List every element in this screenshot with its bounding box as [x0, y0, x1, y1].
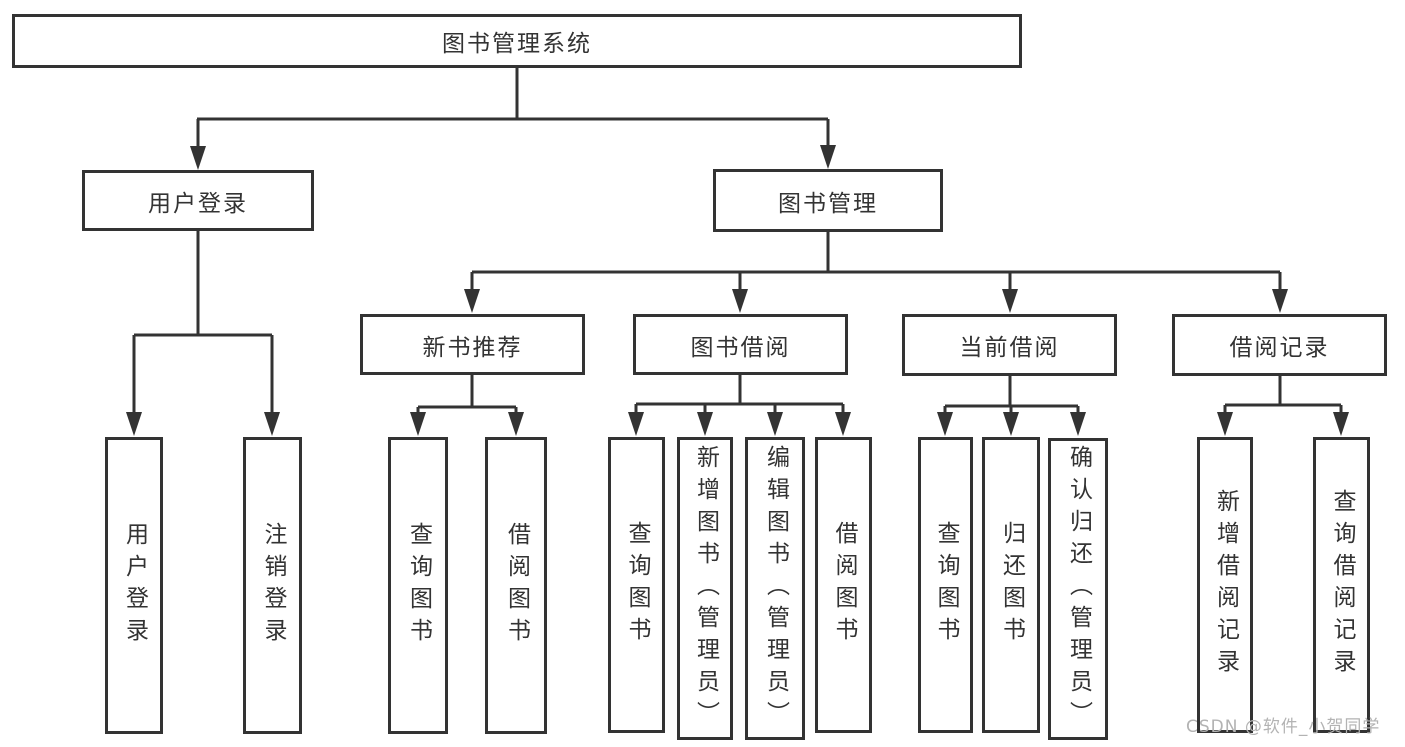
leaf-query-books: 查询图书	[608, 437, 665, 733]
node-label: 新书推荐	[422, 334, 523, 361]
node-current-borrowing: 当前借阅	[902, 314, 1117, 376]
arrowhead-icon	[410, 412, 426, 436]
node-label: 借阅图书	[831, 521, 857, 649]
node-label: 注销登录	[260, 521, 286, 650]
arrowhead-icon	[835, 412, 851, 436]
arrowhead-icon	[1272, 289, 1288, 313]
node-label: 新增借阅记录	[1212, 489, 1239, 681]
leaf-query-borrow-record: 查询借阅记录	[1313, 437, 1370, 733]
node-label: 查询图书	[933, 521, 959, 649]
node-new-book-recommendation: 新书推荐	[360, 314, 585, 375]
arrowhead-icon	[1217, 412, 1233, 436]
leaf-borrow-books: 借阅图书	[485, 437, 547, 734]
arrowhead-icon	[126, 412, 142, 436]
arrowhead-icon	[508, 412, 524, 436]
node-label: 用户登录	[121, 521, 148, 650]
arrowhead-icon	[1333, 412, 1349, 436]
node-label: 图书管理系统	[442, 31, 592, 57]
node-label: 确认归还（管理员）	[1065, 445, 1092, 733]
arrowhead-icon	[1002, 289, 1018, 313]
leaf-logout: 注销登录	[243, 437, 302, 734]
arrowhead-icon	[732, 289, 748, 313]
arrowhead-icon	[464, 289, 480, 313]
connector-line	[132, 68, 1343, 418]
leaf-return-books: 归还图书	[982, 437, 1040, 733]
node-label: 编辑图书（管理员）	[762, 444, 789, 733]
arrowhead-icon	[697, 412, 713, 436]
node-book-management: 图书管理	[713, 169, 943, 232]
node-label: 新增图书（管理员）	[692, 444, 719, 733]
node-book-borrowing: 图书借阅	[633, 314, 848, 375]
arrowhead-icon	[264, 412, 280, 436]
arrowhead-icon	[628, 412, 644, 436]
arrowhead-icon	[1070, 412, 1086, 436]
node-label: 查询借阅记录	[1329, 489, 1355, 681]
node-borrowing-records: 借阅记录	[1172, 314, 1387, 376]
arrowhead-icon	[190, 146, 206, 170]
arrowheads	[126, 145, 1349, 436]
node-label: 归还图书	[998, 521, 1025, 649]
arrowhead-icon	[937, 412, 953, 436]
node-label: 借阅记录	[1229, 335, 1330, 361]
leaf-add-borrow-record: 新增借阅记录	[1197, 437, 1253, 733]
node-library-management-system: 图书管理系统	[12, 14, 1022, 68]
csdn-watermark: CSDN @软件_小贺同学	[1186, 717, 1381, 737]
node-label: 用户登录	[148, 190, 248, 217]
node-label: 图书管理	[778, 190, 878, 217]
node-label: 图书借阅	[690, 334, 791, 361]
leaf-add-books-admin: 新增图书（管理员）	[677, 437, 733, 740]
leaf-query-books: 查询图书	[388, 437, 448, 734]
leaf-edit-books-admin: 编辑图书（管理员）	[745, 437, 805, 740]
leaf-query-books: 查询图书	[918, 437, 973, 733]
leaf-user-login: 用户登录	[105, 437, 163, 734]
arrowhead-icon	[1003, 412, 1019, 436]
node-user-login: 用户登录	[82, 170, 314, 231]
node-label: 当前借阅	[959, 335, 1060, 361]
node-label: 借阅图书	[503, 521, 530, 650]
leaf-confirm-return-admin: 确认归还（管理员）	[1048, 438, 1108, 740]
arrowhead-icon	[767, 412, 783, 436]
arrowhead-icon	[820, 145, 836, 169]
leaf-borrow-books: 借阅图书	[815, 437, 872, 733]
node-label: 查询图书	[624, 521, 650, 649]
node-label: 查询图书	[405, 521, 432, 650]
